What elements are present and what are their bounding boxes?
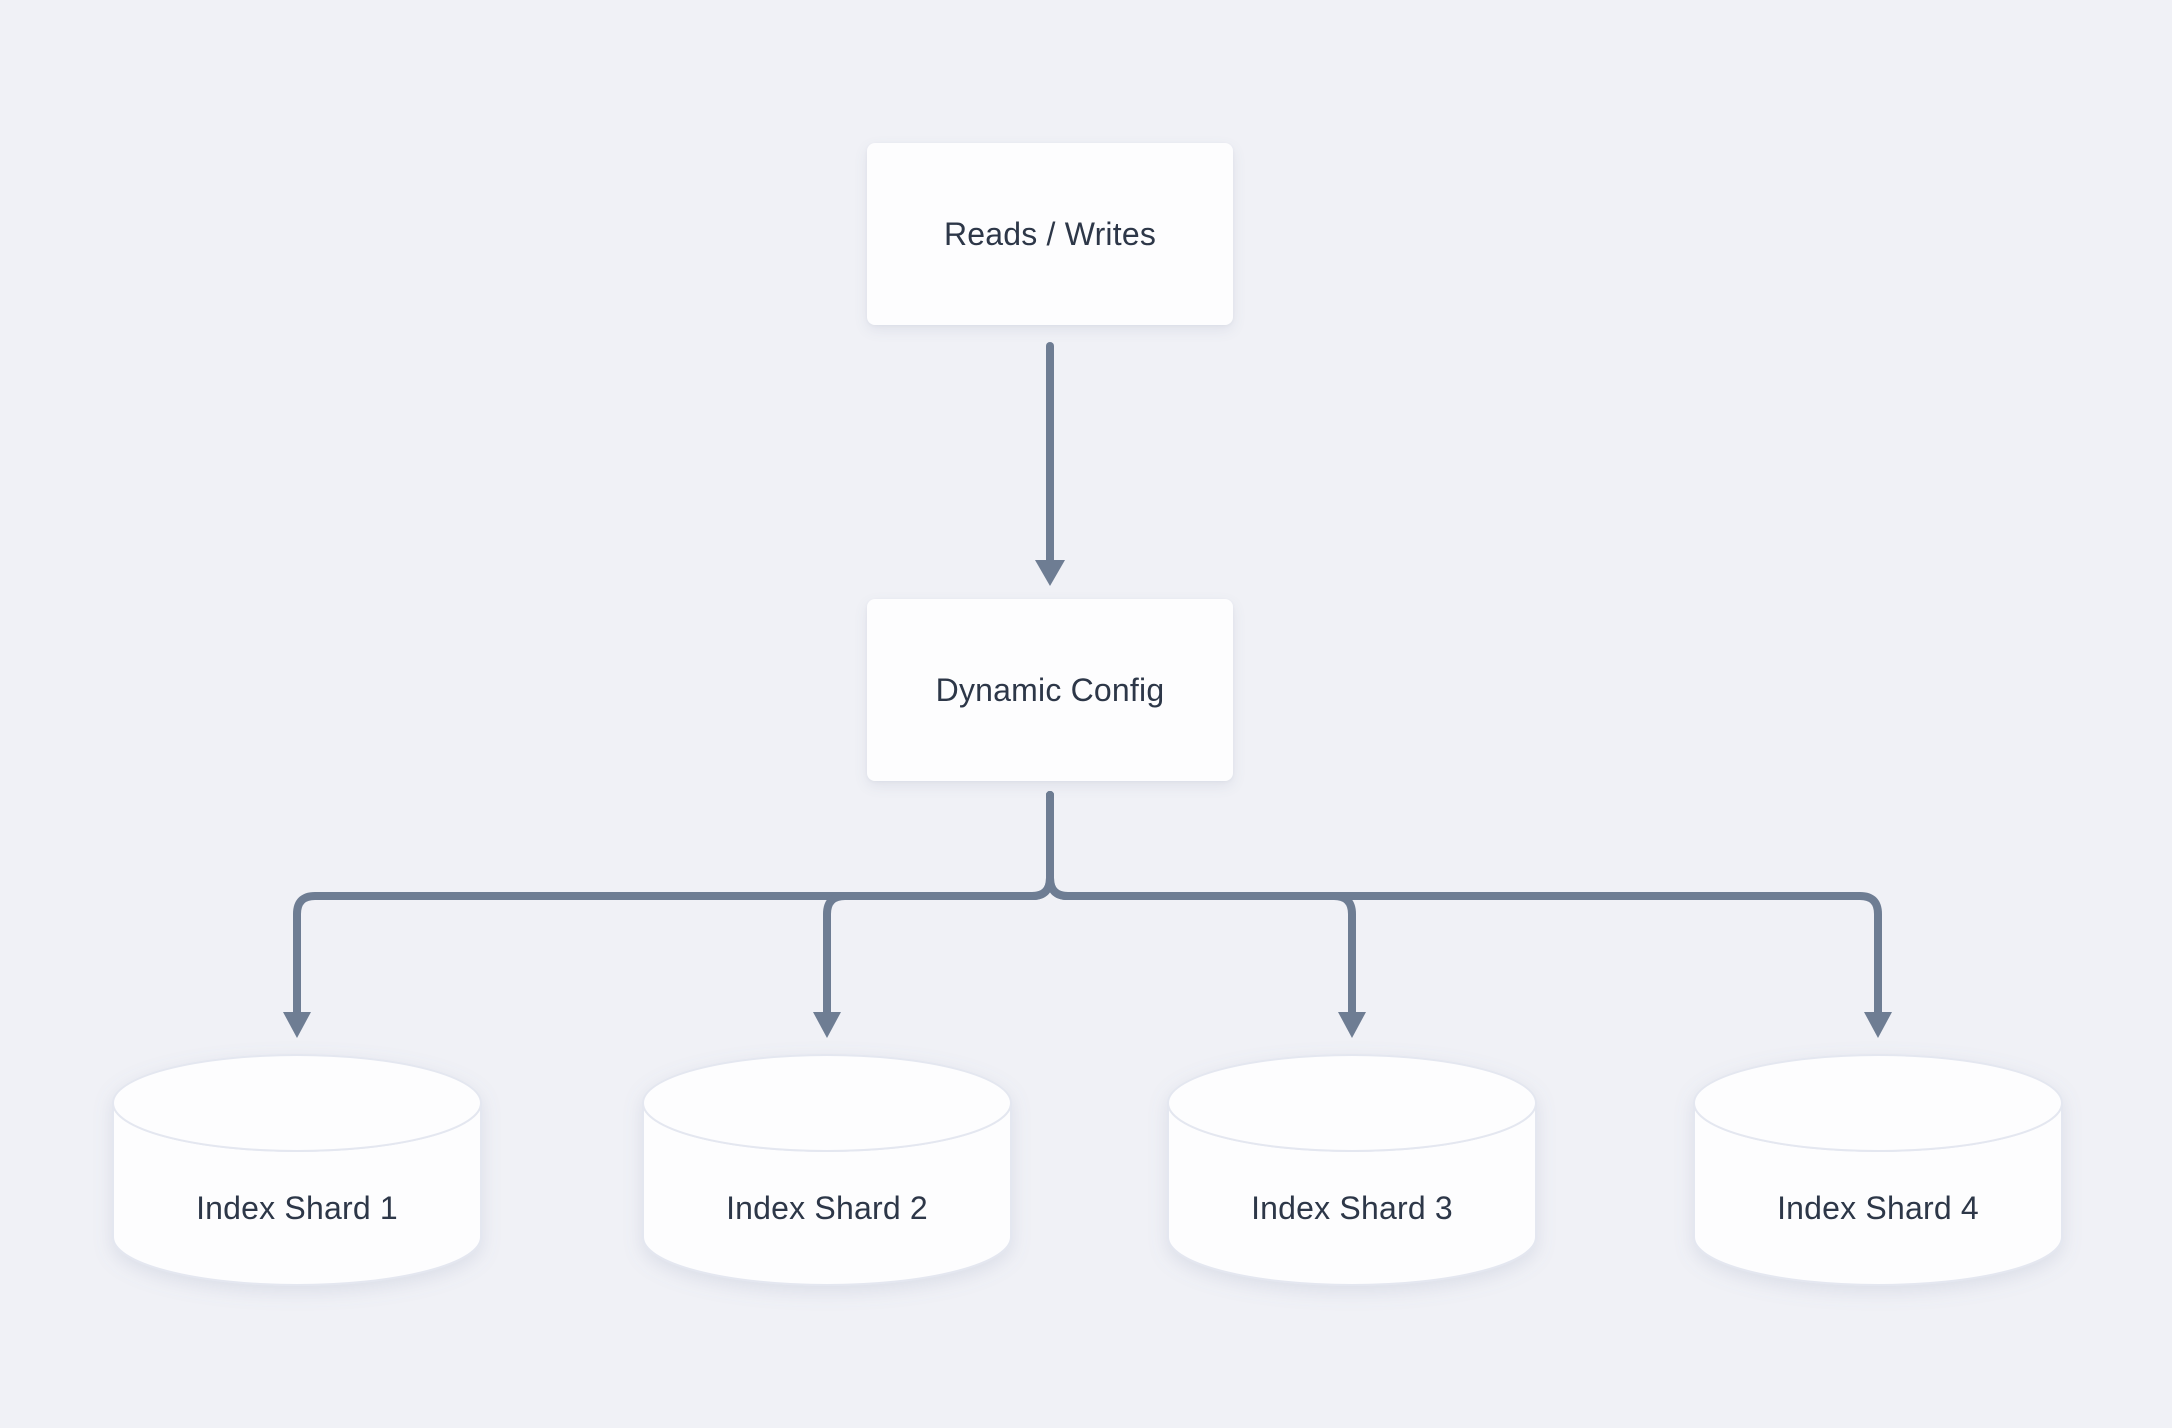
edge-dynamic-config-to-shard-4 (1046, 791, 1892, 1038)
edge-dynamic-config-to-shard-1 (283, 791, 1054, 1038)
edge-dynamic-config-to-shard-2 (813, 791, 1054, 1038)
edge-reads-writes-to-dynamic-config (1035, 342, 1065, 586)
arrow-down-icon (1338, 1012, 1366, 1038)
node-index-shard-3-label: Index Shard 3 (1251, 1190, 1453, 1226)
arrow-down-icon (1035, 560, 1065, 586)
node-index-shard-2 (642, 1054, 1012, 1286)
arrow-down-icon (1864, 1012, 1892, 1038)
node-index-shard-3 (1167, 1054, 1537, 1286)
node-index-shard-1-label: Index Shard 1 (196, 1190, 398, 1226)
node-dynamic-config: Dynamic Config (867, 599, 1233, 781)
node-index-shard-1 (112, 1054, 482, 1286)
node-index-shard-4 (1693, 1054, 2063, 1286)
node-dynamic-config-label: Dynamic Config (935, 671, 1165, 708)
edge-dynamic-config-to-shard-3 (1046, 791, 1366, 1038)
arrow-down-icon (813, 1012, 841, 1038)
arrow-down-icon (283, 1012, 311, 1038)
node-reads-writes-label: Reads / Writes (943, 215, 1157, 252)
node-index-shard-2-label: Index Shard 2 (726, 1190, 928, 1226)
node-reads-writes: Reads / Writes (867, 143, 1233, 325)
node-index-shard-4-label: Index Shard 4 (1777, 1190, 1979, 1226)
